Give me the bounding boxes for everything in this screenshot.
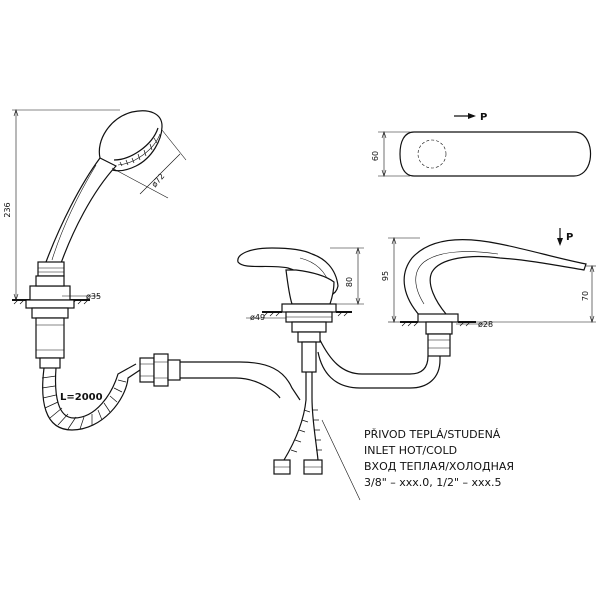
- dimension-diameter-49: ø49: [246, 313, 286, 322]
- dim-49-label: ø49: [250, 313, 265, 322]
- shower-hose: L=2000: [41, 353, 181, 431]
- inlet-note-thread: 3/8" – xxx.0, 1/2" – xxx.5: [364, 476, 502, 489]
- dimension-diameter-35: ø35: [62, 292, 101, 301]
- dimension-height-70: 70: [476, 265, 596, 323]
- flow-arrow-top: P: [454, 112, 487, 123]
- inlet-note-ru: ВХОД ТЕПЛАЯ/ХОЛОДНАЯ: [364, 460, 514, 473]
- dim-72-label: ø72: [150, 172, 167, 189]
- dim-60-label: 60: [371, 151, 380, 161]
- dim-236-label: 236: [3, 202, 12, 217]
- dim-95-label: 95: [381, 271, 390, 281]
- dim-80-label: 80: [345, 277, 354, 287]
- spout-pipe: [317, 339, 441, 389]
- dim-28-label: ø28: [478, 320, 493, 329]
- inlet-leader: [321, 419, 361, 501]
- dimension-diameter-28: ø28: [456, 320, 493, 329]
- mixer-body: [237, 247, 352, 400]
- dimension-width-60: 60: [371, 131, 410, 177]
- dim-35-label: ø35: [86, 292, 101, 301]
- inlet-hoses: [273, 397, 323, 475]
- spout-side-view: [400, 239, 587, 357]
- spout-top-view: [399, 131, 592, 177]
- flow-label-top: P: [480, 112, 487, 123]
- dimension-height-80: 80: [330, 247, 364, 305]
- inlet-note-cz: PŘIVOD TEPLÁ/STUDENÁ: [364, 428, 501, 441]
- inlet-note: PŘIVOD TEPLÁ/STUDENÁ INLET HOT/COLD ВХОД…: [364, 428, 514, 489]
- flow-label-side: P: [566, 232, 573, 243]
- hose-length-label: L=2000: [60, 392, 103, 403]
- flow-arrow-side: P: [557, 228, 573, 246]
- dim-70-label: 70: [581, 291, 590, 301]
- dimension-height-236: 236: [3, 109, 120, 301]
- hand-shower: [12, 110, 163, 369]
- dimension-height-95: 95: [381, 237, 420, 323]
- inlet-note-en: INLET HOT/COLD: [364, 444, 457, 457]
- connection-pipe: [180, 361, 301, 401]
